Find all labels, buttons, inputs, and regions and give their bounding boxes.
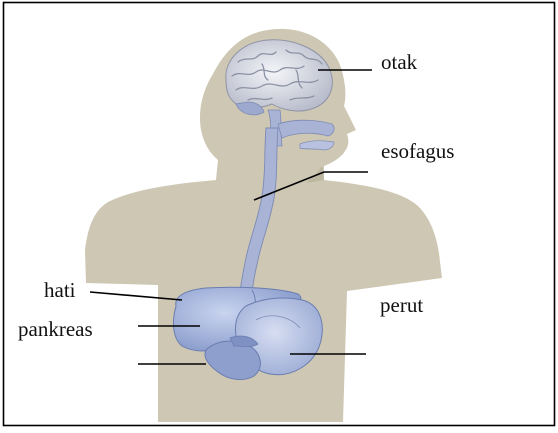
label-stomach: perut <box>380 295 423 316</box>
label-pancreas: pankreas <box>18 319 93 340</box>
label-esophagus: esofagus <box>381 141 454 162</box>
label-brain: otak <box>381 52 417 73</box>
label-liver: hati <box>44 280 76 301</box>
mouth-passage <box>300 141 334 150</box>
